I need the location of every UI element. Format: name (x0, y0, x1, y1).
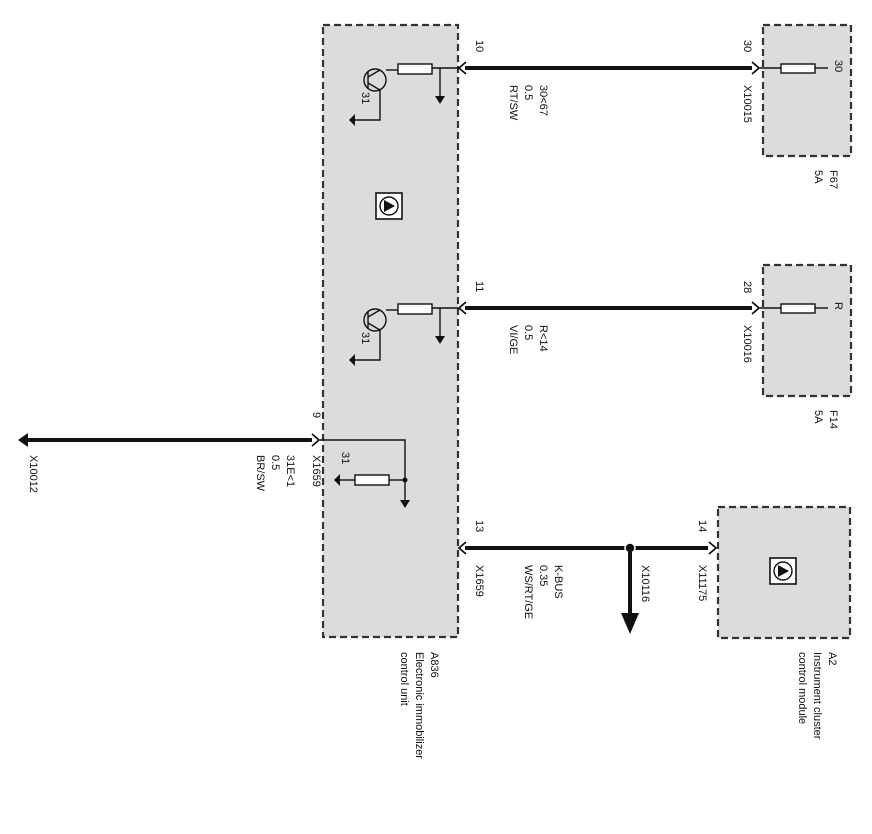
resistor-icon (354, 474, 390, 486)
connector-label: X10016 (741, 325, 753, 363)
ground-icon (349, 354, 355, 366)
fuse-name: F67 (827, 170, 839, 189)
transistor-icon (363, 308, 387, 332)
pin-number: 28 (741, 281, 753, 293)
internal-trace (355, 90, 381, 121)
connector-chevron (751, 61, 761, 75)
arrow-icon (435, 336, 445, 344)
wire-circuit-label: R<14 (537, 325, 549, 352)
wire-color-label: RT/SW (507, 85, 519, 121)
arrow-icon (435, 96, 445, 104)
ground-point-arrow-icon (18, 433, 28, 447)
pin-number: 11 (473, 281, 485, 292)
wire-gauge-label: 0.5 (522, 85, 534, 100)
wire-circuit-label: K-BUS (552, 565, 564, 599)
module-id: A2 (826, 652, 838, 665)
pin-number: 30 (741, 40, 753, 52)
arrow-icon (400, 500, 410, 508)
splice-label: X10116 (639, 565, 651, 602)
connector-chevron (708, 541, 718, 555)
fuse-pin-label: R (832, 302, 844, 310)
fuse-pin-label: 30 (832, 60, 844, 72)
pin-number: 9 (310, 412, 322, 418)
internal-ground-label: 31 (359, 332, 371, 344)
wire-gauge-label: 0.5 (522, 325, 534, 340)
splice-dot (624, 542, 636, 554)
arrow-icon (621, 613, 639, 634)
connector-chevron (751, 301, 761, 315)
connector-chevron (457, 301, 467, 315)
fuse-icon (760, 63, 828, 74)
connector-label: X1659 (310, 455, 322, 487)
internal-ground-label: 31 (339, 452, 351, 464)
pin-number: 14 (696, 520, 708, 532)
module-name: Electronic immobilizer (413, 652, 425, 759)
resistor-icon (397, 63, 433, 75)
wire-gauge-label: 0.35 (537, 565, 549, 586)
connector-chevron (457, 541, 467, 555)
pin-number: 10 (473, 40, 485, 52)
module-box-f67[interactable] (761, 23, 853, 158)
wire-circuit-label: 31E<1 (284, 455, 296, 487)
fuse-icon (760, 303, 828, 314)
pin-number: 13 (473, 520, 485, 532)
connector-chevron (311, 433, 321, 447)
internal-ground-label: 31 (359, 92, 371, 104)
connector-label: X11175 (696, 565, 708, 601)
control-unit-icon (769, 557, 797, 585)
ground-icon (334, 474, 340, 486)
wire-color-label: VI/GE (507, 325, 519, 354)
ground-point-label: X10012 (27, 455, 39, 493)
fuse-name: F14 (827, 410, 839, 429)
module-name: control module (796, 652, 808, 724)
module-box-f14[interactable] (761, 263, 853, 398)
module-box-a836[interactable] (321, 23, 460, 639)
wire-color-label: WS/RT/GE (522, 565, 534, 619)
junction-dot (402, 477, 408, 483)
module-name: control unit (398, 652, 410, 706)
fuse-rating: 5A (812, 410, 824, 424)
wire-circuit-label: 30<67 (537, 85, 549, 116)
fuse-rating: 5A (812, 170, 824, 184)
wire-color-label: BR/SW (254, 455, 266, 492)
module-name: Instrument cluster (811, 652, 823, 740)
module-id: A836 (428, 652, 440, 678)
resistor-icon (397, 303, 433, 315)
ground-icon (349, 114, 355, 126)
wire-gauge-label: 0.5 (269, 455, 281, 470)
connector-label: X1659 (473, 565, 485, 597)
connector-chevron (457, 61, 467, 75)
internal-trace (355, 330, 381, 361)
transistor-icon (363, 68, 387, 92)
control-unit-icon (375, 192, 403, 220)
connector-label: X10015 (741, 85, 753, 123)
